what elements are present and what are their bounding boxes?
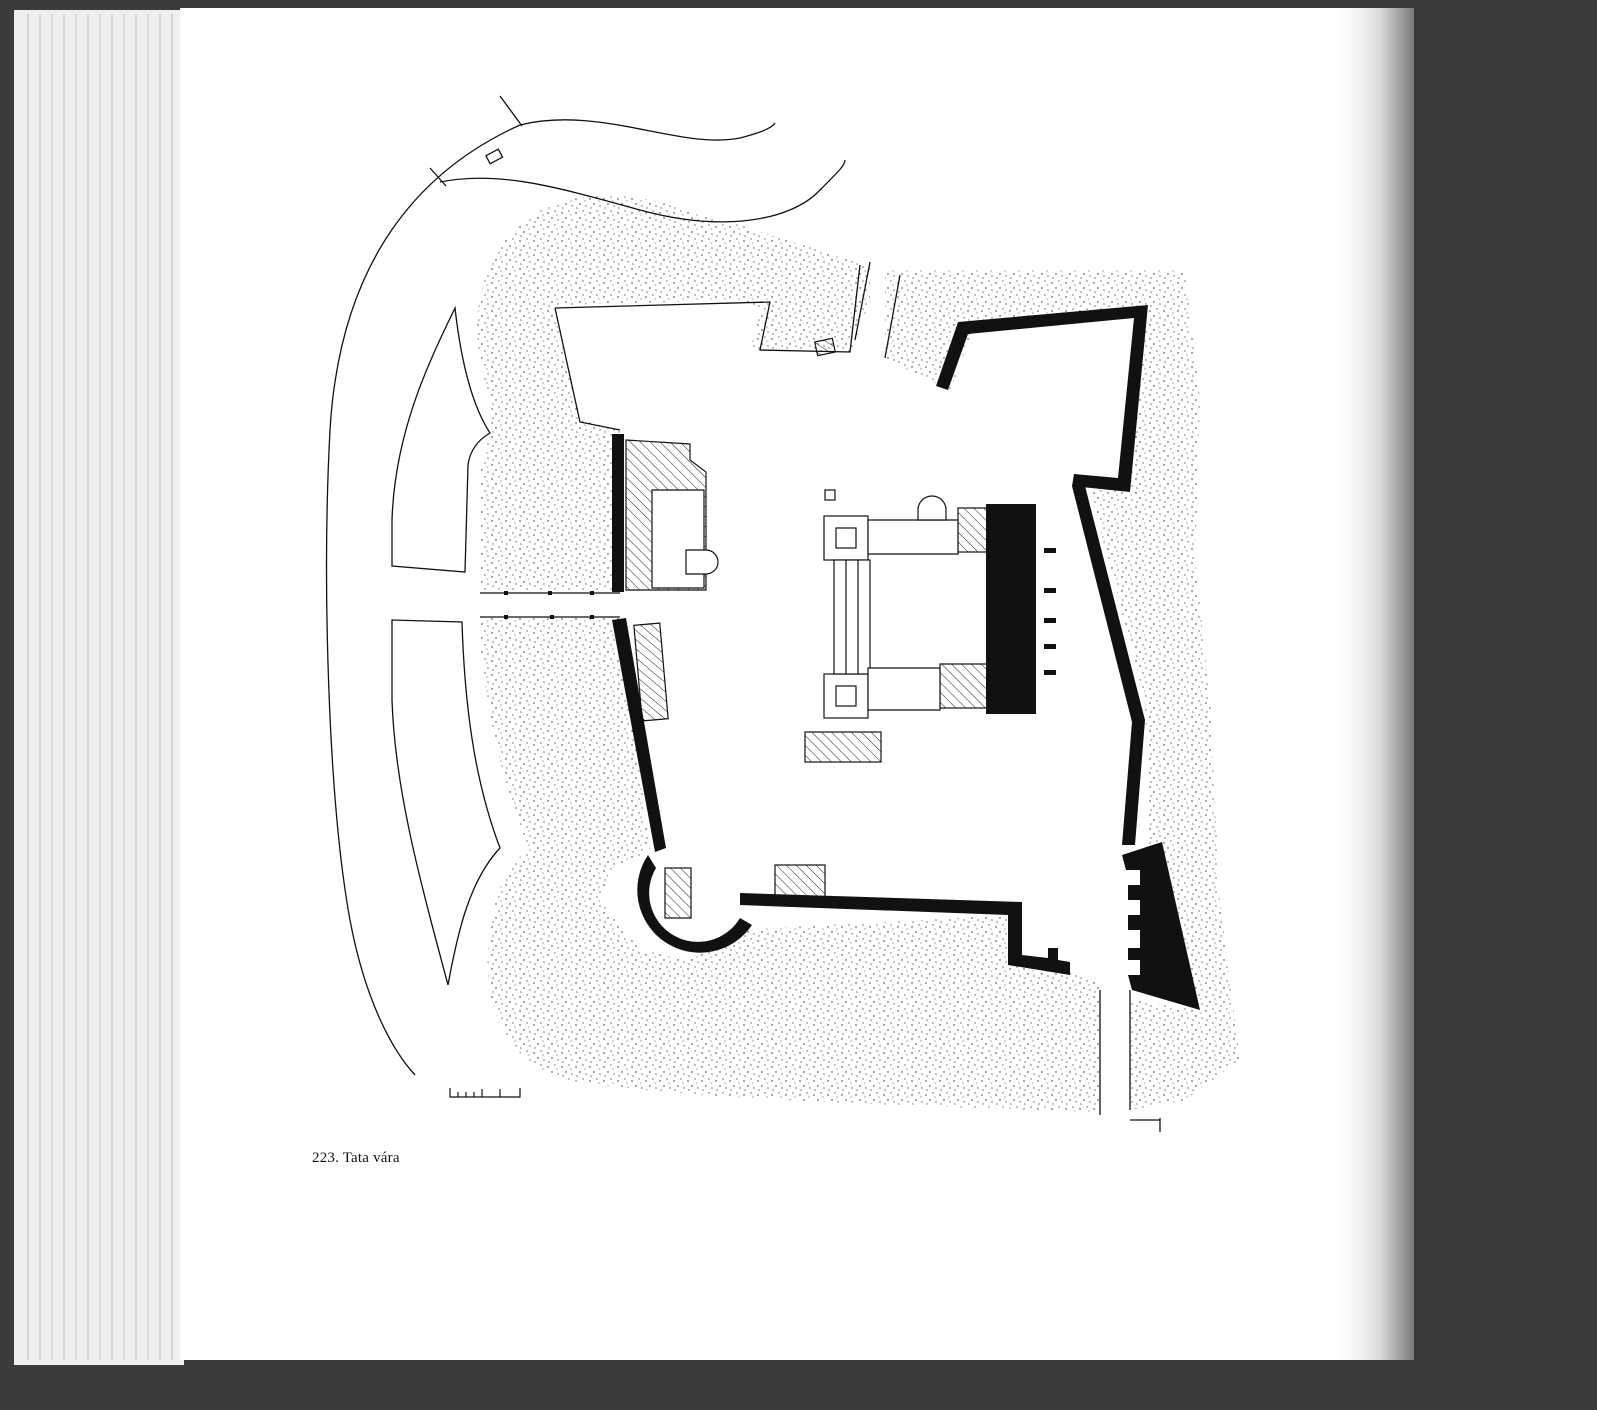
figure-caption: 223. Tata vára [312,1150,400,1166]
road-tick-2 [429,167,447,187]
stippled-ground-east [885,270,1240,1110]
wall-northeast [936,305,1148,492]
palace-north-range [867,519,959,555]
road-top-line [519,119,776,141]
ditch-strip-south [391,619,501,986]
courtyard-outline [554,264,861,353]
page-stack-edges [14,10,184,1365]
entrance-line-north-2 [884,274,901,359]
palace-south-range [867,667,941,711]
scale-bar-icon [449,1088,521,1098]
palace-west-range-outer [833,559,871,675]
hatched-block-1 [633,622,669,722]
hatched-buildings [625,337,989,919]
palace-north-apse [917,495,947,521]
round-tower [637,855,752,953]
east-wing-frame [986,504,1036,714]
stippled-ground-north [477,195,870,590]
wall-southeast [1122,842,1200,1010]
causeway-marks [504,591,594,619]
gate-tower-hatched [814,337,836,357]
east-wing-buttress-1 [1044,548,1056,553]
east-wing-buttress-4 [1044,644,1056,649]
wall-west-lower [612,618,666,852]
palace [823,489,959,719]
courtyard-west-line [554,307,621,431]
east-wing-buttress-5 [1044,670,1056,675]
entrance-line-north [854,261,871,341]
palace-east-wing [986,504,1056,714]
ditch-strip-north [391,305,491,573]
hatched-block-4 [664,867,692,919]
hatched-block-6 [957,507,989,553]
spine-shadow [1330,8,1414,1360]
walls [612,305,1200,1010]
wall-east [1072,486,1145,845]
hatched-block-3 [774,864,826,900]
hatched-block-5 [939,663,989,709]
east-wing-buttress-3 [1044,618,1056,623]
wall-west-upper [612,434,624,592]
palace-small-turret [824,489,836,501]
gate-post [485,148,504,165]
east-wing-buttress-2 [1044,588,1056,593]
palace-nw-tower-inner [835,527,857,549]
west-building-apse [685,549,719,575]
road-outer-line [325,124,521,1076]
wall-south [740,893,1070,975]
road-tick-1 [499,95,523,127]
hatched-block-2 [804,731,882,763]
palace-sw-tower-inner [835,685,857,707]
